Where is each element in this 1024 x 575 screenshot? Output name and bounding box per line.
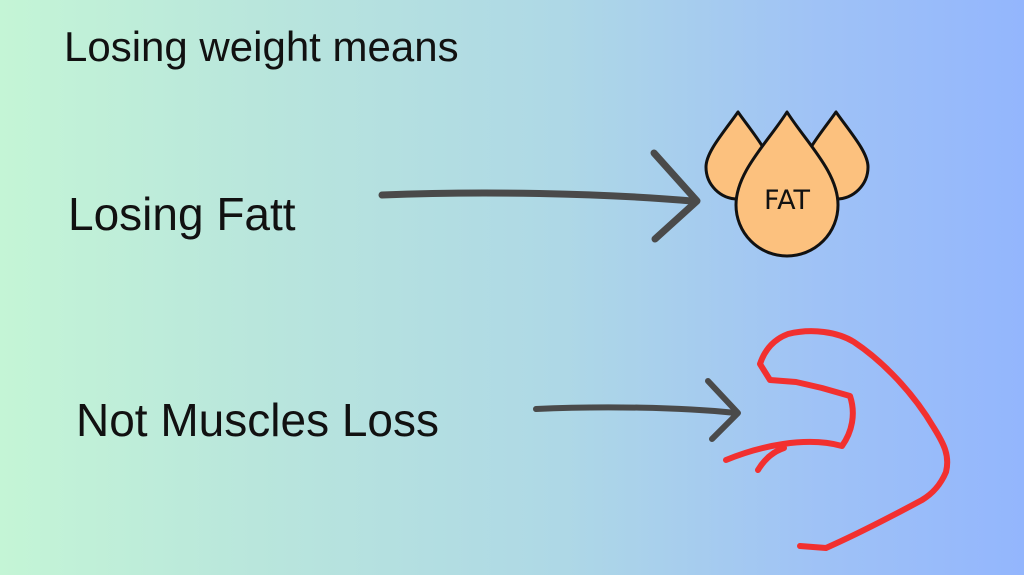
fat-label: FAT — [764, 185, 810, 216]
flexed-arm-icon — [723, 328, 951, 551]
fat-drops-icon: FAT — [704, 110, 870, 258]
heading: Losing weight means — [64, 23, 459, 70]
losing-fat-text: Losing Fatt — [68, 188, 296, 240]
arrow-to-muscle-icon — [533, 378, 741, 442]
center-drop-shape — [734, 110, 840, 258]
arrow-to-fat-icon — [378, 149, 701, 243]
not-muscle-loss-text: Not Muscles Loss — [76, 394, 440, 446]
